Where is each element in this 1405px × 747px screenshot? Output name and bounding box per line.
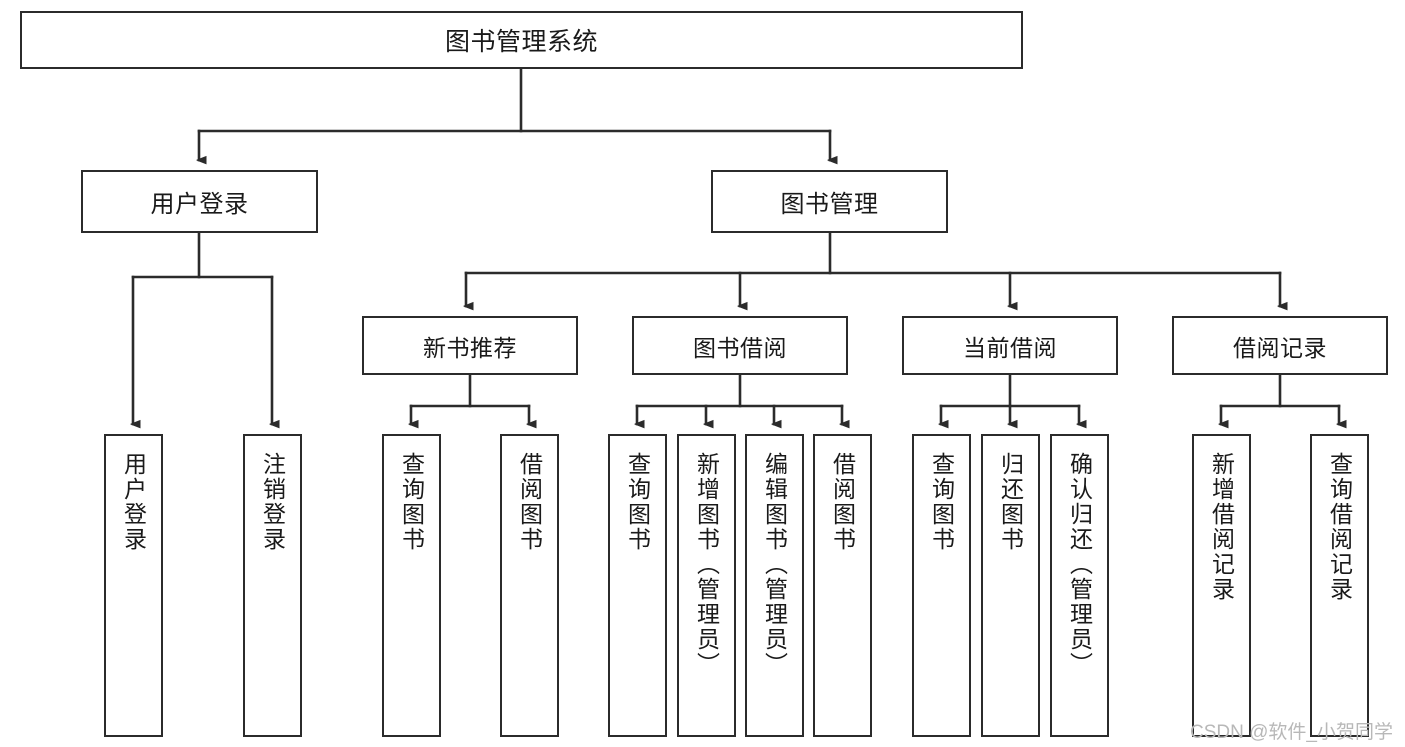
leaf-user-login-logout[interactable]: 注销登录	[243, 434, 302, 737]
node-label: 查询图书	[928, 452, 955, 552]
node-user-login[interactable]: 用户登录	[81, 170, 318, 233]
node-label: 图书管理系统	[444, 28, 598, 56]
watermark-text: CSDN @软件_小贺同学	[1190, 722, 1393, 743]
node-label: 新增图书（管理员）	[693, 452, 720, 677]
node-label: 借阅记录	[1233, 334, 1327, 361]
node-book-management[interactable]: 图书管理	[711, 170, 948, 233]
leaf-recommend-query-book[interactable]: 查询图书	[382, 434, 441, 737]
node-label: 借阅图书	[829, 452, 856, 552]
node-label: 用户登录	[150, 191, 249, 218]
node-label: 编辑图书（管理员）	[761, 452, 788, 677]
node-label: 查询图书	[398, 452, 425, 552]
node-label: 用户登录	[120, 452, 147, 552]
leaf-current-query-book[interactable]: 查询图书	[912, 434, 971, 737]
node-label: 新增借阅记录	[1208, 452, 1235, 602]
node-label: 新书推荐	[423, 334, 517, 361]
node-label: 查询借阅记录	[1326, 452, 1353, 602]
leaf-borrow-borrow-book[interactable]: 借阅图书	[813, 434, 872, 737]
leaf-borrow-query-book[interactable]: 查询图书	[608, 434, 667, 737]
node-label: 注销登录	[259, 452, 286, 552]
leaf-borrow-edit-book-admin[interactable]: 编辑图书（管理员）	[745, 434, 804, 737]
node-label: 借阅图书	[516, 452, 543, 552]
leaf-current-confirm-return-admin[interactable]: 确认归还（管理员）	[1050, 434, 1109, 737]
node-label: 图书借阅	[693, 334, 787, 361]
node-label: 查询图书	[624, 452, 651, 552]
node-root-system[interactable]: 图书管理系统	[20, 11, 1023, 69]
leaf-record-add-record[interactable]: 新增借阅记录	[1192, 434, 1251, 737]
leaf-recommend-borrow-book[interactable]: 借阅图书	[500, 434, 559, 737]
node-label: 当前借阅	[963, 334, 1057, 361]
leaf-record-query-record[interactable]: 查询借阅记录	[1310, 434, 1369, 737]
node-label: 图书管理	[780, 191, 879, 218]
leaf-user-login-login[interactable]: 用户登录	[104, 434, 163, 737]
node-borrow-record[interactable]: 借阅记录	[1172, 316, 1388, 375]
node-current-borrow[interactable]: 当前借阅	[902, 316, 1118, 375]
leaf-current-return-book[interactable]: 归还图书	[981, 434, 1040, 737]
node-label: 归还图书	[997, 452, 1024, 552]
node-new-book-recommend[interactable]: 新书推荐	[362, 316, 578, 375]
leaf-borrow-add-book-admin[interactable]: 新增图书（管理员）	[677, 434, 736, 737]
node-label: 确认归还（管理员）	[1066, 452, 1093, 677]
node-book-borrow[interactable]: 图书借阅	[632, 316, 848, 375]
